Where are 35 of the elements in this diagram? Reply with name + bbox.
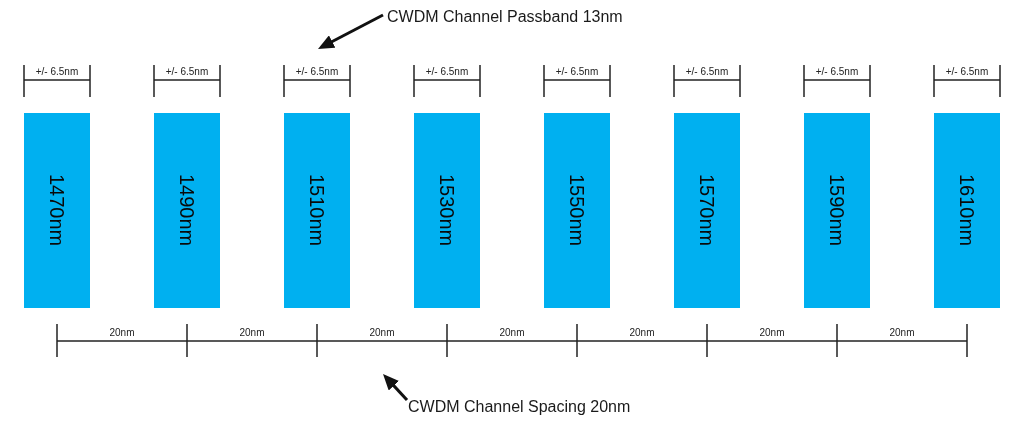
channel-bar <box>674 113 740 308</box>
channel-bar <box>284 113 350 308</box>
wavelength-label: 1490nm <box>177 174 197 247</box>
dimension-label: 20nm <box>369 327 395 339</box>
arrow <box>383 374 409 401</box>
callout-text: CWDM Channel Passband 13nm <box>387 7 623 27</box>
channel-bar <box>804 113 870 308</box>
dimension-label: +/- 6.5nm <box>35 66 79 78</box>
wavelength-label: 1550nm <box>567 174 587 247</box>
channel-bar <box>934 113 1000 308</box>
channel-bar <box>414 113 480 308</box>
dimension-label: +/- 6.5nm <box>685 66 729 78</box>
arrow <box>318 13 384 49</box>
channel-bar <box>154 113 220 308</box>
dimension-label: 20nm <box>239 327 265 339</box>
callout-text: CWDM Channel Spacing 20nm <box>408 397 631 417</box>
wavelength-label: 1470nm <box>47 174 67 247</box>
channel-bar <box>544 113 610 308</box>
dimension-label: +/- 6.5nm <box>945 66 989 78</box>
channel-bar <box>24 113 90 308</box>
dimension-label: +/- 6.5nm <box>555 66 599 78</box>
dimension-label: +/- 6.5nm <box>295 66 339 78</box>
dimension-label: 20nm <box>109 327 135 339</box>
dimension-label: 20nm <box>759 327 785 339</box>
wavelength-label: 1590nm <box>827 174 847 247</box>
wavelength-label: 1530nm <box>437 174 457 247</box>
wavelength-label: 1570nm <box>697 174 717 247</box>
dimension-label: 20nm <box>499 327 525 339</box>
dimension-label: +/- 6.5nm <box>165 66 209 78</box>
wavelength-label: 1510nm <box>307 174 327 247</box>
dimension-label: 20nm <box>629 327 655 339</box>
dimension-label: 20nm <box>889 327 915 339</box>
dimension-label: +/- 6.5nm <box>425 66 469 78</box>
dimension-label: +/- 6.5nm <box>815 66 859 78</box>
wavelength-label: 1610nm <box>957 174 977 247</box>
